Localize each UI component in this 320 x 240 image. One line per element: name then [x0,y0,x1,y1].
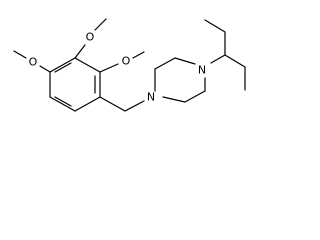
methoxy-bonds [13,18,145,73]
atom-labels: O O O N N [29,31,206,104]
oxygen-atom-mid: O [122,55,131,68]
bond-o-mid-methyl [132,51,145,59]
piperazine-bond [184,90,206,103]
piperazine-ring [154,57,206,103]
bond-n-ch [210,54,226,64]
piperazine-bond [154,57,176,70]
bond-ring-ch2 [99,96,126,112]
bond-ch2-ch3-up [204,19,226,33]
bond-ch2-n [124,100,145,112]
bond-ring-o-mid [99,63,119,73]
ring-bond [49,96,76,112]
bond-ch-ch2-right [224,54,246,68]
nitrogen-atom-benzyl: N [147,91,155,104]
benzene-ring [49,57,101,112]
bond-o-top-methyl [94,18,107,31]
pentyl-group [204,19,246,91]
nitrogen-atom-pentyl: N [198,64,206,77]
ring-double-bond [54,62,72,73]
piperazine-bond [174,57,196,65]
bond-ring-o-top [74,44,86,59]
benzyl-linker [99,96,145,112]
oxygen-atom-left: O [29,56,38,69]
ring-bond [49,57,76,73]
ring-double-bond [54,96,72,107]
piperazine-bond [162,96,186,103]
ring-bond [74,96,101,112]
molecule-structure-diagram: O O O N N [13,18,246,112]
oxygen-atom-top: O [86,31,95,44]
ring-bond [74,57,101,73]
bond-ring-o-left [39,65,51,73]
bond-o-left-methyl [13,50,27,59]
